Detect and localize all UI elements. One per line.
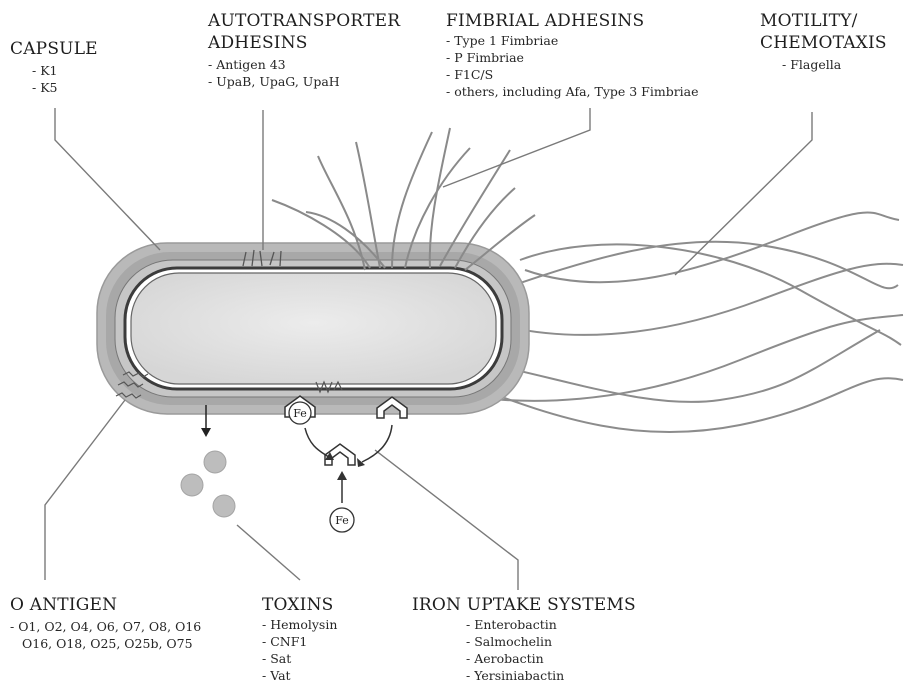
toxins-item: - CNF1: [262, 633, 337, 650]
o-antigen-title: O ANTIGEN: [10, 594, 201, 616]
autotransporter-label: AUTOTRANSPORTER ADHESINS - Antigen 43 - …: [208, 10, 400, 90]
motility-item: - Flagella: [782, 56, 887, 73]
iron-title: IRON UPTAKE SYSTEMS: [412, 594, 636, 616]
capsule-item: - K5: [32, 79, 98, 96]
fimbrial-title: FIMBRIAL ADHESINS: [446, 10, 699, 32]
toxins-label: TOXINS - Hemolysin - CNF1 - Sat - Vat: [262, 594, 337, 684]
capsule-item: - K1: [32, 62, 98, 79]
cell-body: [125, 268, 502, 389]
iron-item: - Enterobactin: [466, 616, 636, 633]
capsule-leader: [55, 108, 160, 250]
toxin-particles: [181, 451, 235, 517]
autotransporter-item: - Antigen 43: [208, 56, 400, 73]
fimbrial-item: - Type 1 Fimbriae: [446, 32, 699, 49]
fimbrial-item: - P Fimbriae: [446, 49, 699, 66]
motility-title-line2: CHEMOTAXIS: [760, 32, 887, 54]
capsule-label: CAPSULE - K1 - K5: [10, 38, 98, 96]
o-antigen-item: O16, O18, O25, O25b, O75: [10, 635, 201, 652]
fe-bound-label: Fe: [293, 407, 307, 420]
iron-item: - Salmochelin: [466, 633, 636, 650]
iron-label: IRON UPTAKE SYSTEMS - Enterobactin - Sal…: [412, 594, 636, 684]
o-antigen-label: O ANTIGEN - O1, O2, O4, O6, O7, O8, O16 …: [10, 594, 201, 652]
fimbrial-leader: [443, 108, 590, 187]
o-antigen-item: - O1, O2, O4, O6, O7, O8, O16: [10, 618, 201, 635]
toxins-item: - Sat: [262, 650, 337, 667]
toxins-title: TOXINS: [262, 594, 337, 616]
iron-item: - Yersiniabactin: [466, 667, 636, 684]
fimbrial-item: - others, including Afa, Type 3 Fimbriae: [446, 83, 699, 100]
toxins-item: - Vat: [262, 667, 337, 684]
iron-leader: [375, 450, 518, 590]
iron-item: - Aerobactin: [466, 650, 636, 667]
capsule-title: CAPSULE: [10, 38, 98, 60]
iron-molecules: Fe Fe: [289, 402, 354, 532]
o-antigen-leader: [45, 400, 125, 580]
autotransporter-title-line2: ADHESINS: [208, 32, 400, 54]
motility-label: MOTILITY/ CHEMOTAXIS - Flagella: [760, 10, 887, 73]
fimbrial-label: FIMBRIAL ADHESINS - Type 1 Fimbriae - P …: [446, 10, 699, 100]
toxins-item: - Hemolysin: [262, 616, 337, 633]
autotransporter-item: - UpaB, UpaG, UpaH: [208, 73, 400, 90]
toxins-leader: [237, 525, 300, 580]
fimbrial-item: - F1C/S: [446, 66, 699, 83]
fe-free-label: Fe: [335, 514, 349, 527]
autotransporter-title-line1: AUTOTRANSPORTER: [208, 10, 400, 32]
motility-title-line1: MOTILITY/: [760, 10, 887, 32]
